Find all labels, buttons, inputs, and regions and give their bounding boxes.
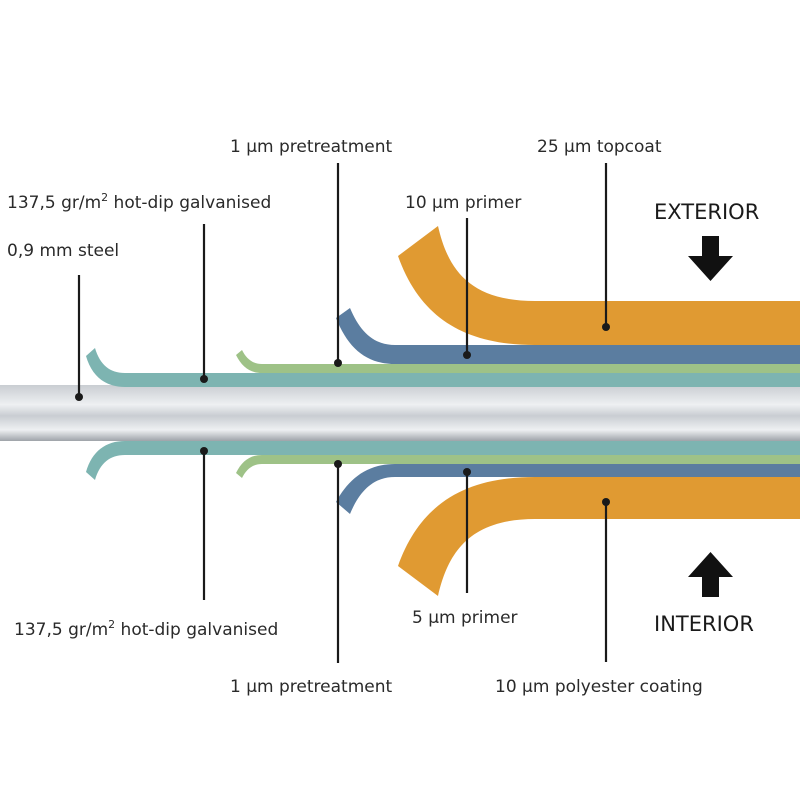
interior-pretreatment-layer [236,455,800,478]
label-polyester: 10 μm polyester coating [495,677,703,697]
leader-steel [75,275,83,401]
exterior-galvanised-layer [86,348,800,387]
label-interior-galvanised: 137,5 gr/m2 hot-dip galvanised [14,618,278,640]
label-exterior: EXTERIOR [654,200,759,224]
label-steel: 0,9 mm steel [7,241,119,261]
label-exterior-galvanised: 137,5 gr/m2 hot-dip galvanised [7,191,271,213]
leader-interior-galvanised [200,447,208,600]
interior-polyester-layer [398,477,800,596]
label-exterior-primer: 10 μm primer [405,193,521,213]
arrow-up-icon [688,552,733,597]
exterior-topcoat-layer [398,226,800,345]
leader-topcoat [602,163,610,331]
leader-exterior-primer [463,218,471,359]
leader-interior-pretreatment [334,460,342,663]
label-interior: INTERIOR [654,612,754,636]
interior-galvanised-layer [86,441,800,480]
label-topcoat: 25 μm topcoat [537,137,662,157]
label-interior-primer: 5 μm primer [412,608,518,628]
arrow-down-icon [688,236,733,281]
label-interior-pretreatment: 1 μm pretreatment [230,677,392,697]
leader-polyester [602,498,610,662]
steel-core [0,385,800,441]
leader-exterior-galvanised [200,224,208,383]
exterior-primer-layer [336,308,800,364]
leader-exterior-pretreatment [334,163,342,367]
exterior-pretreatment-layer [236,350,800,373]
leader-interior-primer [463,468,471,593]
label-exterior-pretreatment: 1 μm pretreatment [230,137,392,157]
interior-primer-layer [336,464,800,514]
